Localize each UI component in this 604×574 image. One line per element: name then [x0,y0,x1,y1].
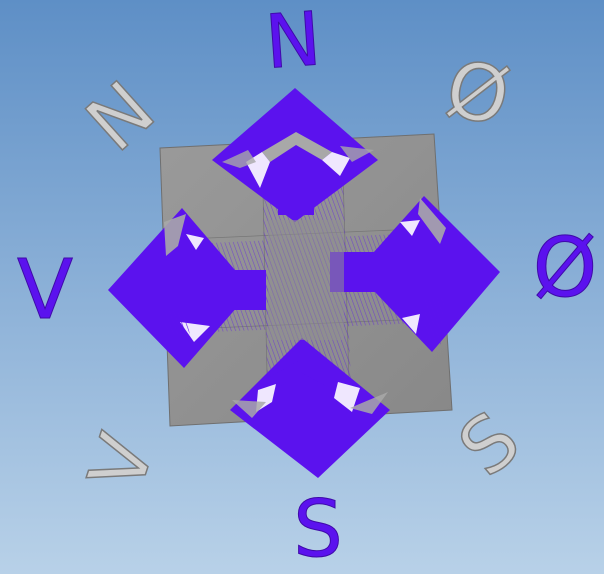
south-arrow [230,338,390,478]
north-arrow [212,88,378,222]
label-west-primary: V [17,243,73,338]
label-east-primary: Ø [533,221,598,316]
label-south-primary: S [293,485,343,574]
east-arrow [330,196,500,352]
center-hub [268,220,344,340]
label-north-primary: N [262,0,323,86]
west-arrow [108,208,266,368]
